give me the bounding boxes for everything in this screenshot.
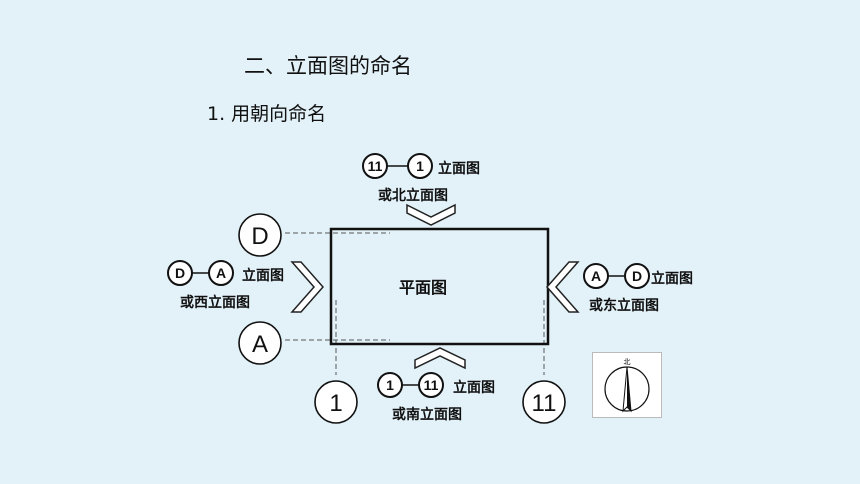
axis-circle-1 xyxy=(314,380,358,424)
bottom-elevation-alt: 或南立面图 xyxy=(392,407,462,423)
chevron-down-icon xyxy=(406,203,456,226)
chevron-left-icon xyxy=(546,261,580,313)
axis-label-d: D xyxy=(251,223,268,250)
top-badge-b-label: 1 xyxy=(416,158,424,174)
axis-circle-a xyxy=(238,321,282,365)
top-elevation-alt: 或北立面图 xyxy=(378,188,448,204)
chevron-up-icon xyxy=(414,347,466,370)
right-elevation-name: 立面图 xyxy=(651,271,693,287)
plan-label: 平面图 xyxy=(399,278,448,297)
chevron-right-icon xyxy=(290,261,324,313)
right-badge-a-label: A xyxy=(591,268,601,284)
left-elevation-alt: 或西立面图 xyxy=(180,295,250,311)
top-elevation-name: 立面图 xyxy=(438,161,480,177)
left-badge-b-label: A xyxy=(216,265,226,281)
section-heading: 二、立面图的命名 xyxy=(244,54,412,78)
axis-label-a: A xyxy=(252,331,268,358)
compass-north-label: 北 xyxy=(624,358,631,366)
left-badge-a-label: D xyxy=(175,265,185,281)
right-elevation-alt: 或东立面图 xyxy=(589,298,659,314)
axis-label-1: 1 xyxy=(329,390,342,417)
left-elevation-name: 立面图 xyxy=(242,268,284,284)
subsection-heading: 1. 用朝向命名 xyxy=(207,103,327,125)
bottom-badge-b-label: 11 xyxy=(424,377,439,393)
axis-circle-11 xyxy=(522,380,566,424)
axis-extension-lines xyxy=(285,232,545,375)
right-badge-b-label: D xyxy=(632,268,642,284)
axis-label-11: 11 xyxy=(532,390,557,417)
compass-icon: 北 xyxy=(592,352,662,418)
top-badge-a-label: 11 xyxy=(368,158,383,174)
axis-circle-d xyxy=(238,213,282,257)
bottom-badge-a-label: 1 xyxy=(386,377,394,393)
bottom-elevation-name: 立面图 xyxy=(453,380,495,396)
